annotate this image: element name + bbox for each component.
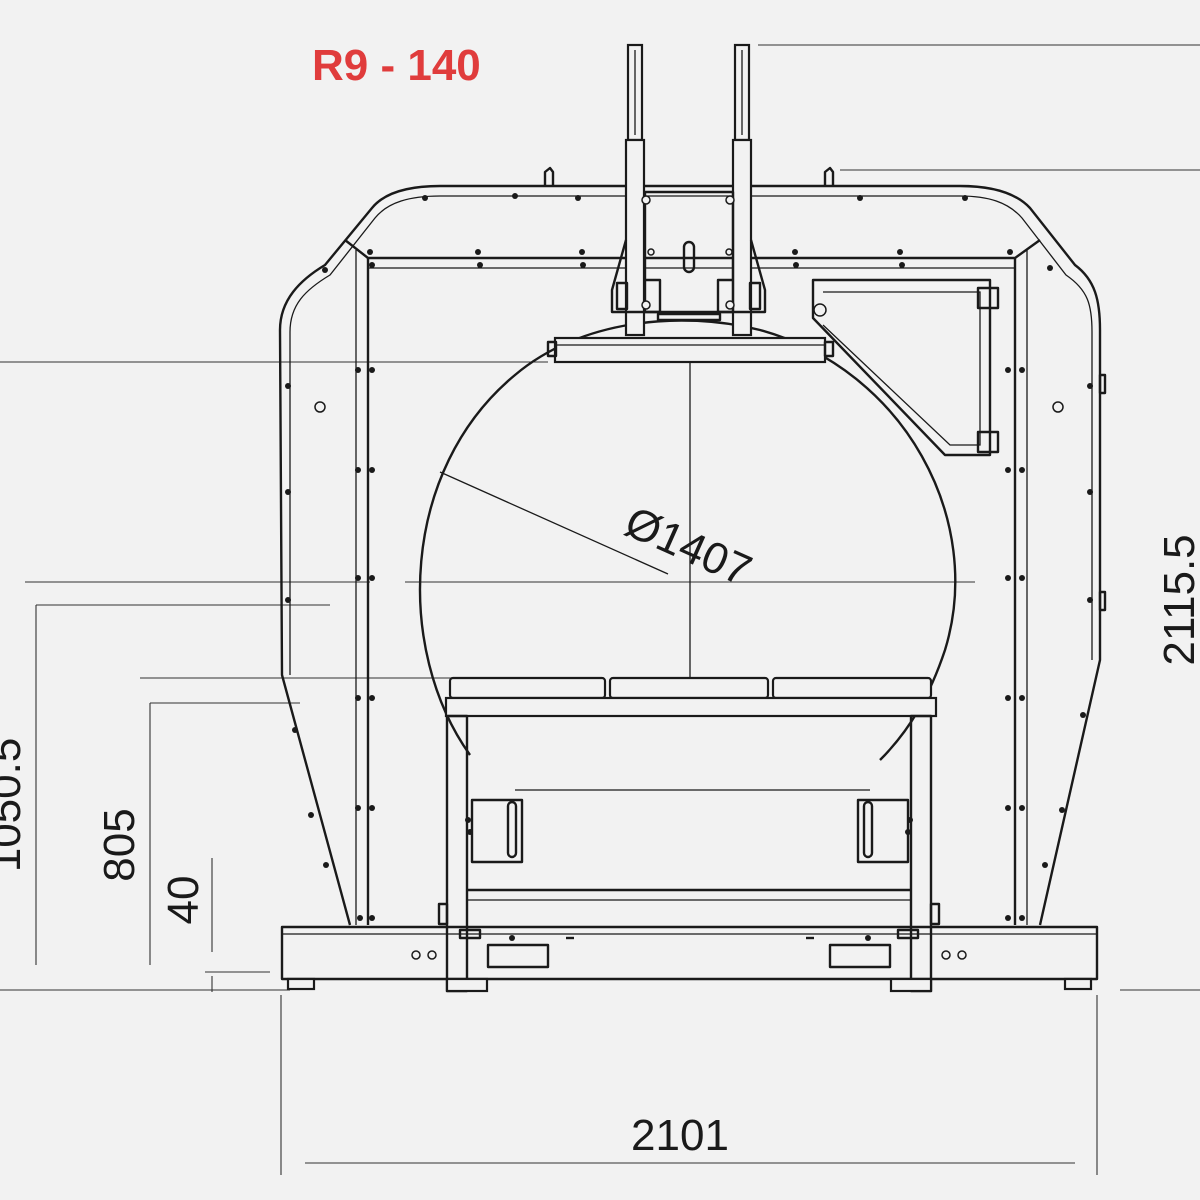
machine-outer-frame xyxy=(278,166,1107,926)
bolt-dot xyxy=(1005,915,1011,921)
bolt-dot xyxy=(369,915,375,921)
bolt-dot xyxy=(575,195,581,201)
bolt-dot xyxy=(355,575,361,581)
bolt-dot xyxy=(285,597,291,603)
bolt-dot xyxy=(1080,712,1086,718)
bolt-dot xyxy=(369,467,375,473)
frame-holes xyxy=(314,195,1064,413)
base-height-label: 40 xyxy=(159,876,208,925)
machine-base xyxy=(280,925,1099,993)
bolt-dot xyxy=(1087,489,1093,495)
bolt-dot xyxy=(1059,807,1065,813)
bolt-dot xyxy=(1042,862,1048,868)
bolt-dot xyxy=(292,727,298,733)
bolt-dot xyxy=(1007,249,1013,255)
bolt-dot xyxy=(1087,383,1093,389)
bolt-dot xyxy=(465,817,471,823)
table-height-label: 805 xyxy=(95,808,144,881)
bolt-dot xyxy=(355,467,361,473)
bolt-dot xyxy=(369,575,375,581)
bolt-dot xyxy=(857,195,863,201)
bolt-dot xyxy=(1005,695,1011,701)
bolt-dot xyxy=(512,193,518,199)
bolt-dot xyxy=(1019,467,1025,473)
bolt-dot xyxy=(422,195,428,201)
bolt-dot xyxy=(962,195,968,201)
bolt-dot xyxy=(1019,915,1025,921)
bolt-dot xyxy=(369,262,375,268)
bolt-dot xyxy=(1005,575,1011,581)
bolt-dot xyxy=(1019,805,1025,811)
bolt-dot xyxy=(1019,575,1025,581)
ring-table xyxy=(437,676,941,993)
bolt-dot xyxy=(355,805,361,811)
bolt-dot xyxy=(509,935,515,941)
bolt-dot xyxy=(1047,265,1053,271)
bolt-dot xyxy=(580,262,586,268)
right-bracket xyxy=(811,278,1000,457)
bolt-dot xyxy=(907,817,913,823)
bolt-dot xyxy=(322,267,328,273)
ring-diameter-label: Ø1407 xyxy=(618,497,759,595)
bolt-dot xyxy=(369,695,375,701)
bolt-dot xyxy=(475,249,481,255)
bolt-dot xyxy=(579,249,585,255)
bolt-dot xyxy=(792,249,798,255)
top-arm-assembly xyxy=(546,43,835,364)
bolt-dot xyxy=(369,805,375,811)
bolt-dot xyxy=(367,249,373,255)
bolt-dot xyxy=(369,367,375,373)
bolt-dot xyxy=(1019,367,1025,373)
bolt-dot xyxy=(1005,805,1011,811)
bolt-dot xyxy=(1005,367,1011,373)
bolt-dot xyxy=(897,249,903,255)
bolt-dot xyxy=(905,829,911,835)
bolt-dot xyxy=(357,915,363,921)
model-title: R9 - 140 xyxy=(312,41,481,90)
total-height-label: 2115.5 xyxy=(1155,534,1200,665)
bolt-dot xyxy=(1087,597,1093,603)
bolt-dot xyxy=(355,695,361,701)
bolt-dot xyxy=(308,812,314,818)
bolt-dot xyxy=(355,367,361,373)
bolt-dot xyxy=(1005,467,1011,473)
bolt-dot xyxy=(1019,695,1025,701)
bolt-dot xyxy=(793,262,799,268)
dimension-lines xyxy=(0,44,1200,1175)
bolt-dot xyxy=(467,829,473,835)
bolt-dot xyxy=(477,262,483,268)
bolt-dot xyxy=(323,862,329,868)
ring-center-height-label: 1050.5 xyxy=(0,738,30,873)
bolt-dot xyxy=(865,935,871,941)
bolt-dot xyxy=(285,383,291,389)
frame-bolt-dots xyxy=(285,193,1093,941)
total-width-label: 2101 xyxy=(631,1111,729,1160)
bolt-dot xyxy=(285,489,291,495)
bolt-dot xyxy=(899,262,905,268)
